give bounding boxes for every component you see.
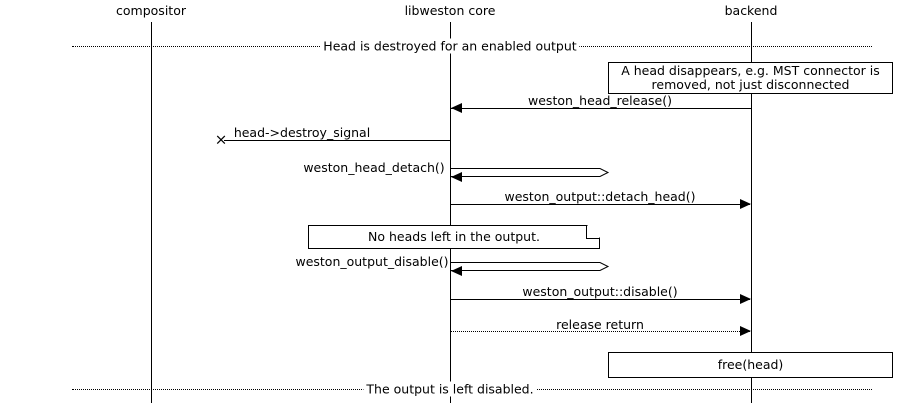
message-line-weston-head-release	[451, 108, 751, 109]
lost-message-x-icon: ×	[214, 130, 228, 149]
message-label-weston-output-disable-call: weston_output::disable()	[522, 284, 678, 299]
frame-label-bottom: The output is left disabled.	[363, 381, 537, 397]
message-label-weston-output-detach-head: weston_output::detach_head()	[504, 189, 696, 204]
message-line-weston-output-disable-call	[450, 299, 750, 300]
lifeline-backend	[751, 22, 752, 403]
note-no-heads-left-text: No heads left in the output.	[368, 229, 540, 244]
message-line-head-destroy-signal	[224, 140, 450, 141]
arrowhead-weston-output-detach-head	[740, 199, 751, 209]
note-free-head: free(head)	[608, 352, 893, 378]
message-label-weston-head-release: weston_head_release()	[528, 93, 672, 108]
frame-label-top: Head is destroyed for an enabled output	[320, 38, 580, 54]
lifeline-compositor	[151, 22, 152, 403]
message-label-release-return: release return	[556, 317, 644, 332]
arrowhead-release-return	[740, 326, 751, 336]
note-free-head-text: free(head)	[717, 357, 784, 372]
self-call-weston-head-detach	[450, 168, 610, 177]
arrowhead-weston-head-detach	[451, 172, 462, 182]
note-head-disappears-text: A head disappears, e.g. MST connector is…	[621, 63, 880, 92]
note-fold-corner-icon	[587, 226, 599, 238]
lifeline-header-backend: backend	[724, 3, 778, 18]
self-call-weston-output-disable	[450, 262, 610, 271]
lifeline-header-libweston-core: libweston core	[404, 3, 496, 18]
note-no-heads-left: No heads left in the output.	[308, 225, 600, 249]
lifeline-header-compositor: compositor	[116, 3, 186, 18]
message-label-head-destroy-signal: head->destroy_signal	[233, 125, 371, 140]
message-label-weston-output-disable: weston_output_disable()	[295, 254, 449, 269]
lifeline-libweston-core	[450, 22, 451, 403]
arrowhead-weston-output-disable	[451, 266, 462, 276]
message-line-release-return	[450, 331, 750, 332]
message-line-weston-output-detach-head	[450, 204, 750, 205]
arrowhead-weston-head-release	[451, 103, 462, 113]
note-head-disappears: A head disappears, e.g. MST connector is…	[608, 62, 893, 94]
arrowhead-weston-output-disable-call	[740, 294, 751, 304]
message-label-weston-head-detach: weston_head_detach()	[303, 160, 445, 175]
